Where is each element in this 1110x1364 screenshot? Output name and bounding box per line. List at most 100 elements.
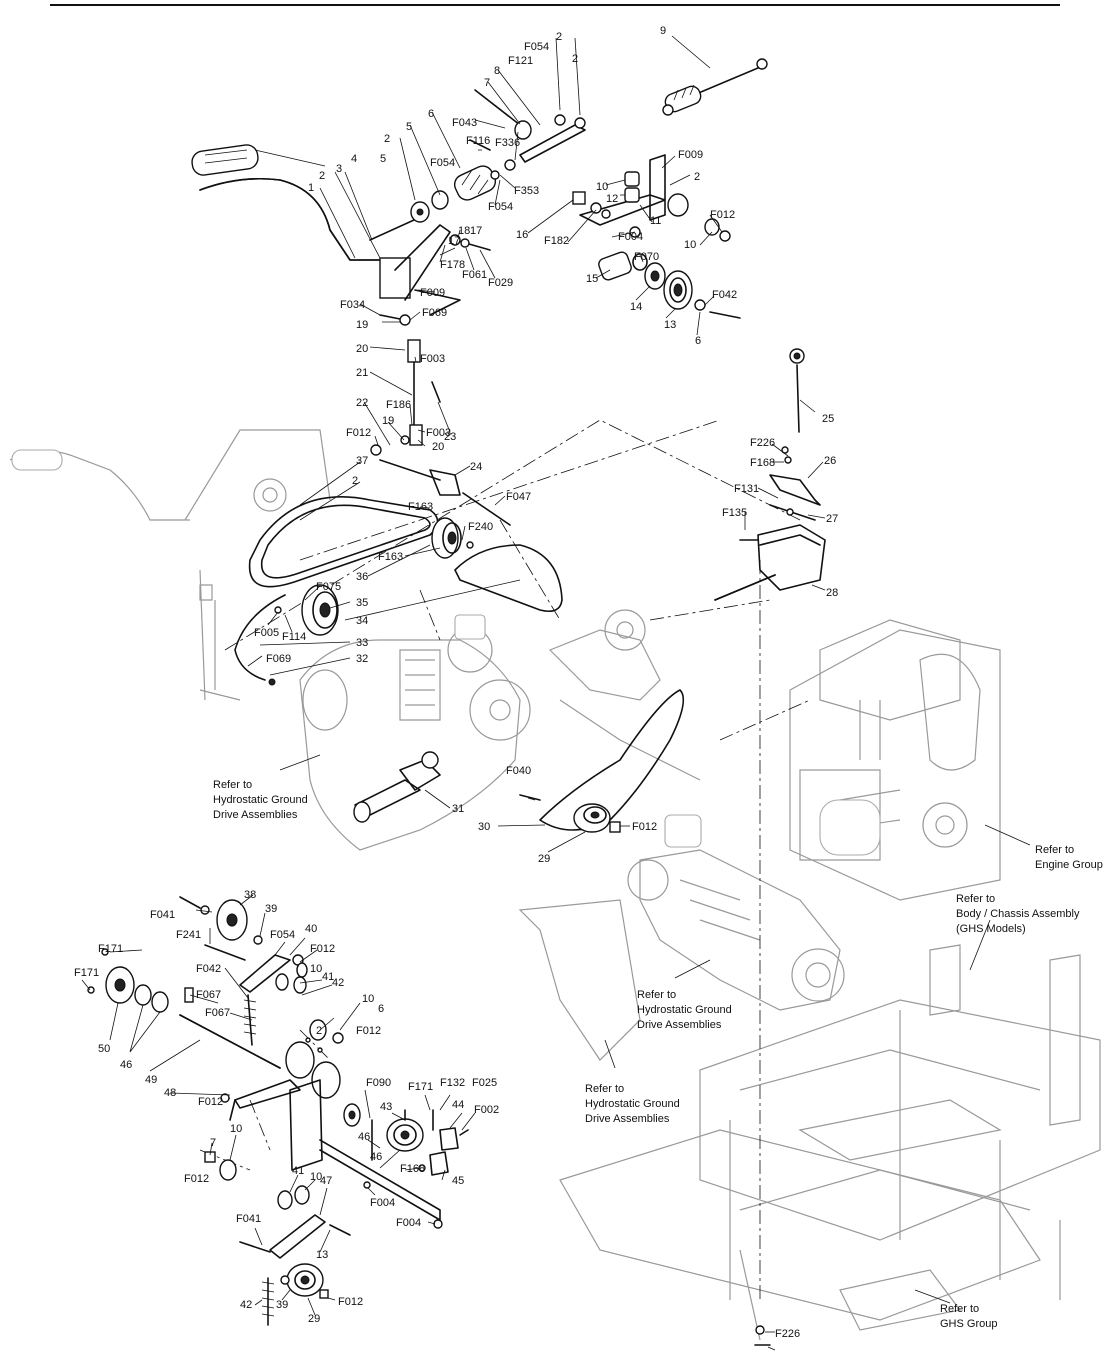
ref-hydro-1: Refer to Hydrostatic Ground Drive Assemb… [213, 779, 311, 821]
callout-label: F240 [468, 521, 493, 533]
callout-label: F009 [678, 149, 703, 161]
callout-label: 30 [478, 821, 490, 833]
callout-label: 2 [316, 1025, 322, 1037]
callout-label: F012 [198, 1096, 223, 1108]
reference-notes: Refer to Hydrostatic Ground Drive Assemb… [213, 779, 1103, 1330]
callout-label: 18 [458, 225, 470, 237]
callout-label: F012 [356, 1025, 381, 1037]
callout-label: 10 [310, 1171, 322, 1183]
callout-label: F131 [734, 483, 759, 495]
callout-label: 13 [316, 1249, 328, 1261]
callout-label: F168 [400, 1163, 425, 1175]
pulley-part-38 [216, 899, 248, 941]
callout-label: 33 [356, 637, 368, 649]
callout-label: F336 [495, 137, 520, 149]
callout-label: F003 [426, 427, 451, 439]
callout-label: 20 [432, 441, 444, 453]
callout-label: 20 [356, 343, 368, 355]
callout-label: 49 [145, 1074, 157, 1086]
callout-label: F090 [366, 1077, 391, 1089]
callout-label: 29 [308, 1313, 320, 1325]
callout-label: F054 [430, 157, 455, 169]
ref-ghs-group: Refer to GHS Group [940, 1303, 997, 1330]
callout-label: 2 [694, 171, 700, 183]
callout-label: 21 [356, 367, 368, 379]
callout-label: F171 [98, 943, 123, 955]
callout-label: 16 [516, 229, 528, 241]
gearbox-assembly [714, 348, 826, 601]
callout-label: F012 [338, 1296, 363, 1308]
callout-label: 41 [322, 971, 334, 983]
callout-label: 34 [356, 615, 368, 627]
callout-label: 12 [606, 193, 618, 205]
leader-lines [81, 35, 1031, 1351]
callout-label: 2 [352, 475, 358, 487]
callout-label: F353 [514, 185, 539, 197]
callout-label: 46 [120, 1059, 132, 1071]
callout-label: 5 [406, 121, 412, 133]
callout-label: F114 [282, 631, 306, 643]
callout-label: F047 [506, 491, 531, 503]
callout-label: F041 [236, 1213, 261, 1225]
callout-label: 10 [310, 963, 322, 975]
callout-label: 25 [822, 413, 834, 425]
callout-label: 19 [356, 319, 368, 331]
callout-label: F075 [316, 581, 341, 593]
callout-label: 46 [358, 1131, 370, 1143]
callout-label: 45 [452, 1175, 464, 1187]
callout-label: 32 [356, 653, 368, 665]
callout-label: 40 [305, 923, 317, 935]
callout-label: F005 [254, 627, 279, 639]
callout-label: 6 [378, 1003, 384, 1015]
steering-lever-assembly [191, 89, 586, 326]
callout-label: 39 [276, 1299, 288, 1311]
callout-label: 48 [164, 1087, 176, 1099]
callout-label: F054 [488, 201, 513, 213]
callout-label: F004 [370, 1197, 395, 1209]
callout-label: 15 [586, 273, 598, 285]
part-labels: 1 2 3 4 5 2 5 6 7 8 2 2 9 F054 F121 F043… [74, 25, 838, 1340]
grip-part-3 [191, 144, 259, 176]
rod-part-9 [662, 58, 768, 116]
callout-label: 2 [556, 31, 562, 43]
callout-label: 43 [380, 1101, 392, 1113]
callout-label: 9 [660, 25, 666, 37]
callout-label: 23 [444, 431, 456, 443]
callout-label: F135 [722, 507, 747, 519]
lower-center-drive [353, 689, 685, 833]
callout-label: 5 [380, 153, 386, 165]
callout-label: F186 [386, 399, 411, 411]
callout-label: F241 [176, 929, 201, 941]
callout-label: F069 [422, 307, 447, 319]
callout-label: 27 [826, 513, 838, 525]
callout-label: F041 [150, 909, 175, 921]
callout-label: F178 [440, 259, 465, 271]
callout-label: 24 [470, 461, 482, 473]
control-rod-assembly [370, 339, 511, 526]
callout-label: 38 [244, 889, 256, 901]
callout-label: 47 [320, 1175, 332, 1187]
callout-label: F061 [462, 269, 487, 281]
pulley-part-35 [301, 584, 339, 636]
callout-label: 31 [452, 803, 464, 815]
callout-label: F012 [184, 1173, 209, 1185]
callout-label: F029 [488, 277, 513, 289]
ref-hydro-3: Refer to Hydrostatic Ground Drive Assemb… [585, 1083, 683, 1125]
callout-label: 36 [356, 571, 368, 583]
callout-label: 28 [826, 587, 838, 599]
callout-label: 35 [356, 597, 368, 609]
callout-label: F171 [74, 967, 99, 979]
callout-label: 10 [230, 1123, 242, 1135]
ref-engine: Refer to Engine Group [1035, 844, 1103, 871]
callout-label: F002 [474, 1104, 499, 1116]
ghs-hardware [754, 446, 789, 1346]
callout-label: 46 [370, 1151, 382, 1163]
callout-label: F012 [710, 209, 735, 221]
ref-hydro-2: Refer to Hydrostatic Ground Drive Assemb… [637, 989, 735, 1031]
callout-label: 8 [494, 65, 500, 77]
callout-label: F043 [452, 117, 477, 129]
callout-label: F012 [632, 821, 657, 833]
callout-label: F025 [472, 1077, 497, 1089]
